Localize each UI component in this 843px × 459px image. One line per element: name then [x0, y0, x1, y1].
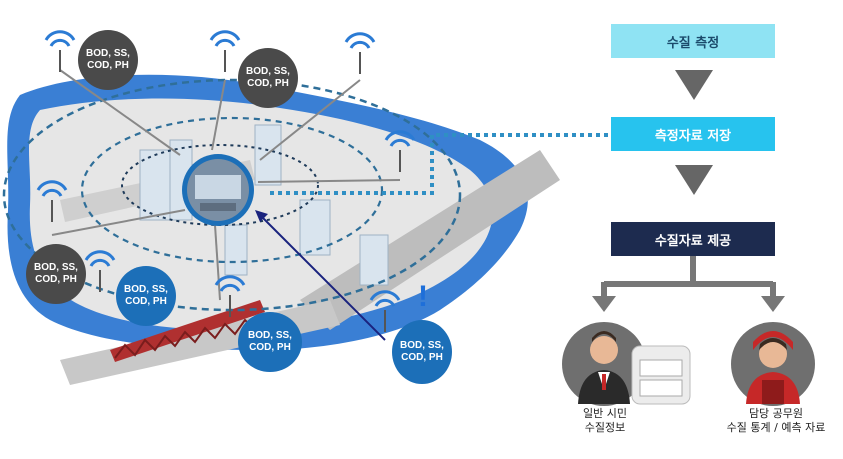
- sensor-label-5: BOD, SS,COD, PH: [238, 312, 302, 372]
- down-arrow-2: [675, 165, 713, 195]
- step-data-store: 측정자료 저장: [611, 117, 775, 151]
- step-data-provide: 수질자료 제공: [611, 222, 775, 256]
- sensor-label-4: BOD, SS,COD, PH: [116, 266, 176, 326]
- step-water-measure: 수질 측정: [611, 24, 775, 58]
- antenna-icons: [36, 30, 416, 332]
- alert-arrow: [257, 212, 386, 341]
- citizen-label: 일반 시민 수질정보: [583, 407, 627, 434]
- sensor-arrows: [51, 69, 401, 301]
- sensor-label-3: BOD, SS,COD, PH: [26, 244, 86, 304]
- citizen-avatar: [562, 322, 691, 406]
- ring-middle: [80, 116, 384, 264]
- ring-outer: [2, 78, 462, 312]
- bridge: [110, 300, 265, 362]
- sensor-label-1: BOD, SS,COD, PH: [78, 30, 138, 90]
- down-arrow-1: [675, 70, 713, 100]
- buildings: [139, 124, 389, 286]
- alert-exclamation: !: [418, 280, 428, 313]
- official-label: 담당 공무원 수질 통계 / 예측 자료: [726, 407, 826, 434]
- sensor-label-2: BOD, SS,COD, PH: [238, 48, 298, 108]
- sensor-label-6: BOD, SS,COD, PH: [392, 320, 452, 384]
- official-avatar: [731, 322, 815, 406]
